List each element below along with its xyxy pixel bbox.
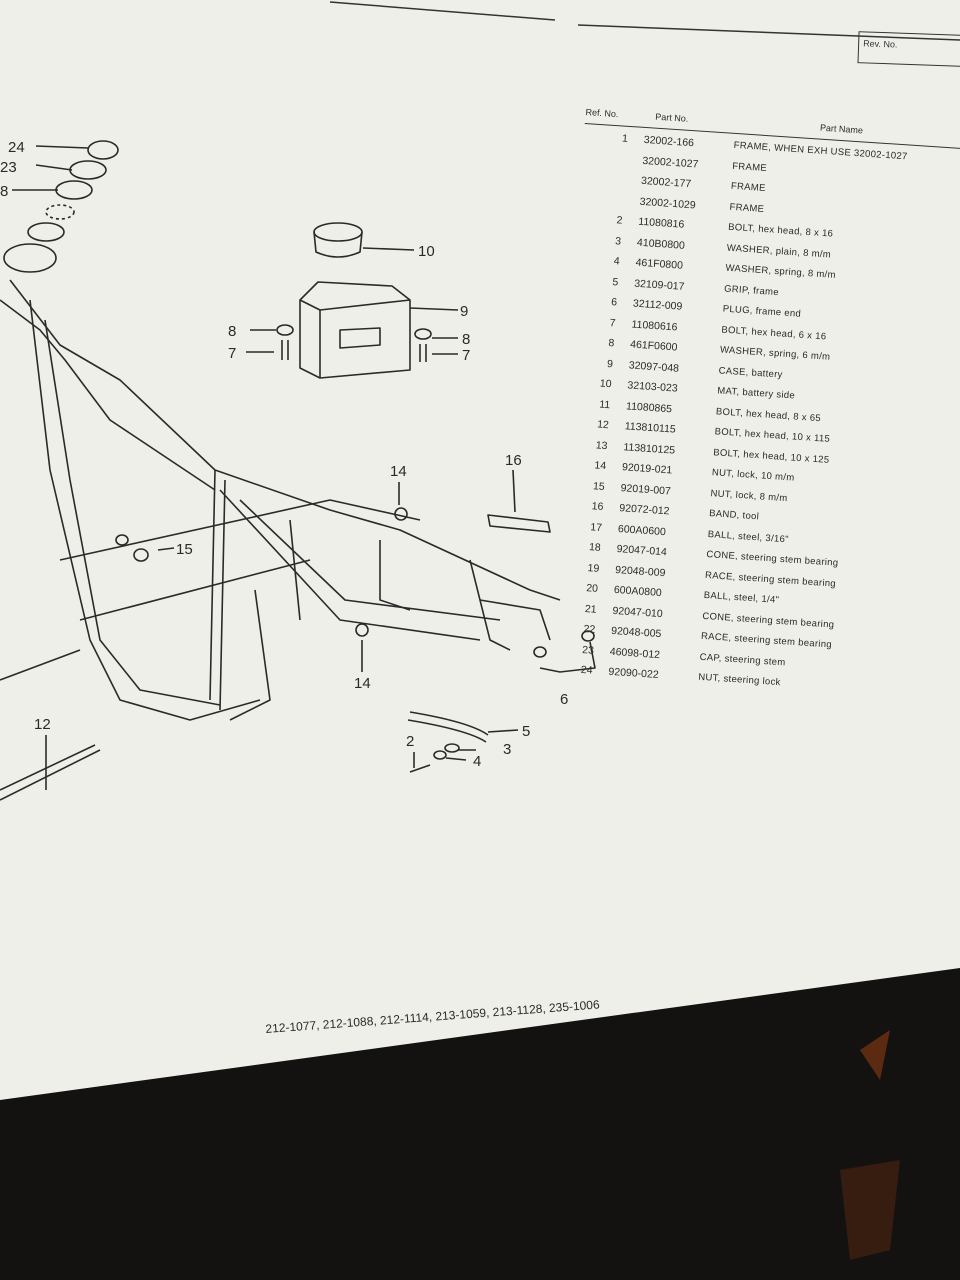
part-no-cell: 11080616 [631,318,678,334]
ref-cell: 17 [589,520,603,534]
revision-label: Rev. No. [862,38,898,50]
col-part-header: Part No. [655,111,689,124]
part-no-cell: 32097-048 [628,358,680,375]
callout-2: 2 [406,733,414,750]
ref-cell: 5 [612,275,619,289]
part-no-cell: 46098-012 [609,645,661,661]
callout-8b: 8 [228,323,236,340]
ref-cell: 4 [613,255,621,268]
part-no-cell: 410B0800 [636,236,686,252]
part-no-cell: 32002-1029 [639,195,697,211]
part-no-cell: 92048-005 [610,624,662,641]
part-no-cell: 92047-014 [616,543,668,559]
ref-cell: 23 [581,643,595,657]
ref-cell: 6 [610,296,618,309]
part-no-cell: 92019-021 [621,461,673,477]
ref-cell: 21 [584,602,597,616]
part-name-cell: FRAME [729,201,765,215]
ref-cell: 20 [585,582,599,595]
part-name-cell: BAND, tool [708,508,760,523]
callout-12: 12 [34,716,51,733]
ref-cell: 1 [621,132,629,145]
callout-23: 23 [0,159,17,176]
callout-15: 15 [176,541,193,558]
callout-24: 24 [8,139,25,156]
frame-exploded-diagram: 24 23 8 10 9 8 7 8 7 14 16 15 14 6 5 3 4… [0,139,596,801]
part-no-cell: 92090-022 [608,665,659,682]
callout-8a: 8 [0,183,8,200]
part-name-cell: FRAME [730,180,766,195]
model-codes: 212-1077, 212-1088, 212-1114, 213-1059, … [265,997,601,1036]
background-logo [820,990,960,1280]
ref-cell: 16 [591,500,604,514]
part-no-cell: 92048-009 [614,563,666,579]
ref-cell: 15 [592,479,606,493]
part-no-cell: 32103-023 [627,379,679,395]
revision-box: Rev. No. [857,31,960,67]
part-no-cell: 113810115 [624,420,677,436]
part-no-cell: 113810125 [623,440,676,457]
part-no-cell: 92019-007 [620,481,672,497]
part-no-cell: 600A0600 [617,522,667,538]
ref-cell: 2 [616,214,623,227]
part-name-cell: FRAME [731,160,768,174]
part-no-cell: 461F0600 [629,338,678,354]
diagram-callouts: 24 23 8 10 9 8 7 8 7 14 16 15 14 6 5 3 4… [0,139,568,770]
ref-cell: 14 [594,459,607,473]
callout-9: 9 [460,303,468,320]
part-no-cell: 32109-017 [633,277,685,293]
part-name-cell: GRIP, frame [723,283,780,298]
callout-7b: 7 [462,347,470,364]
callout-3: 3 [503,741,511,758]
part-no-cell: 11080816 [637,215,685,231]
ref-cell: 18 [588,541,602,554]
part-no-cell: 461F0800 [635,256,684,272]
ref-cell: 9 [606,357,614,370]
callout-7a: 7 [228,345,236,362]
part-no-cell: 11080865 [625,399,673,415]
ref-cell: 8 [608,337,615,350]
callout-8c: 8 [462,331,470,348]
callout-6: 6 [560,691,568,708]
col-ref-header: Ref. No. [585,106,619,120]
callout-5: 5 [522,723,530,740]
ref-cell: 12 [596,418,610,432]
manual-page: Rev. No. [0,0,960,1100]
callout-10: 10 [418,243,435,260]
callout-16: 16 [505,452,522,469]
part-no-cell: 32002-177 [640,174,692,191]
ref-cell: 11 [598,398,611,411]
callout-4: 4 [473,753,481,770]
header-rules [329,1,960,41]
ref-cell: 22 [583,623,596,636]
part-no-cell: 92047-010 [612,604,664,620]
part-no-cell: 32112-009 [632,297,683,313]
ref-cell: 24 [580,663,593,677]
part-no-cell: 32002-1027 [642,154,699,171]
ref-cell: 19 [587,561,600,575]
ref-cell: 3 [614,234,622,248]
part-no-cell: 600A0800 [613,583,663,600]
ref-cell: 10 [599,377,612,391]
part-no-cell: 92072-012 [618,502,670,518]
callout-14a: 14 [390,463,407,480]
ref-cell: 7 [609,316,617,329]
col-name-header: Part Name [819,122,864,136]
callout-14b: 14 [354,675,371,692]
part-no-cell: 32002-166 [643,133,695,150]
ref-cell: 13 [595,438,608,452]
